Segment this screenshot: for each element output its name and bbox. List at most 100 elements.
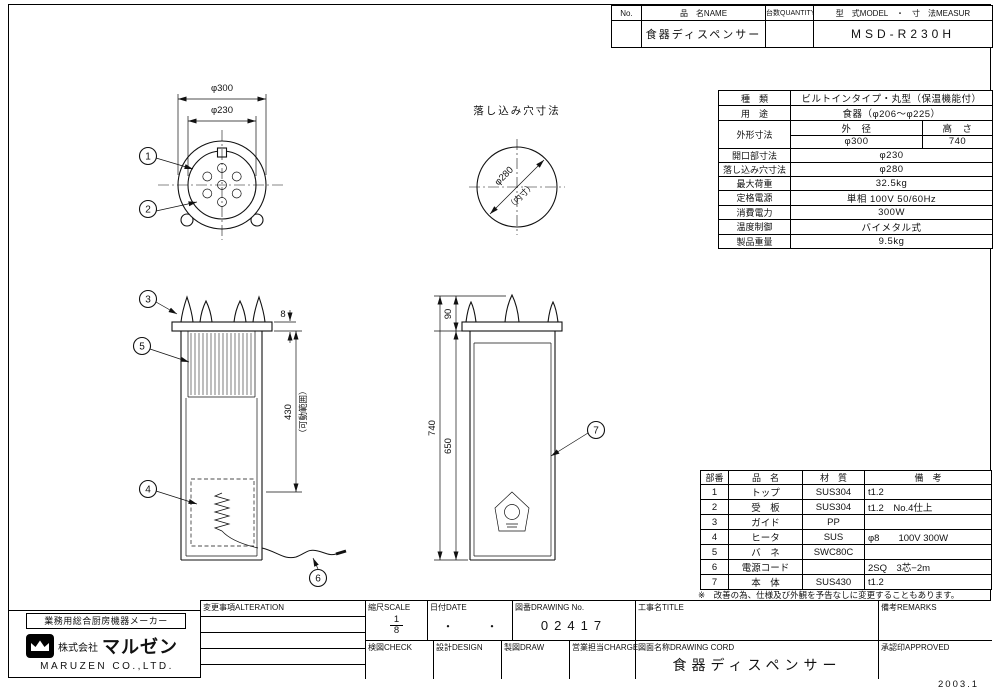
approved-cell: 承認印APPROVED (879, 641, 992, 679)
callout-3-balloon (138, 289, 158, 309)
design-label: 設計DESIGN (436, 643, 483, 652)
spec-label: 最大荷重 (718, 175, 791, 191)
dim-opening-diameter: φ230 (211, 105, 233, 116)
heater-hidden-outline (190, 478, 255, 547)
spec-label: 製品重量 (718, 233, 791, 249)
quantity-value (765, 20, 814, 48)
alteration-row-line (201, 664, 366, 665)
extension-lines (177, 94, 267, 176)
table-row: 2 受 板 SUS304 t1.2 No.4仕上 (700, 499, 992, 515)
company-tagline: 業務用総合厨房機器メーカー (26, 613, 186, 629)
alteration-row-line (201, 648, 366, 649)
drawing-no-label: 図番DRAWING No. (515, 603, 585, 612)
charge-label: 営業担当CHARGE (572, 643, 639, 652)
spec-label: 種 類 (718, 90, 791, 106)
drawing-no-value: 02417 (540, 618, 608, 633)
part-no: 3 (700, 514, 729, 530)
side-body-outline (469, 331, 556, 561)
part-remark: φ8 100V 300W (864, 529, 992, 545)
spec-height-value: 740 (921, 135, 994, 149)
table-row: 5 バ ネ SWC80C (700, 544, 992, 560)
company-name-english: MARUZEN CO.,LTD. (40, 661, 174, 672)
part-material: SUS430 (802, 574, 865, 590)
drawing-name-label: 図面名称DRAWING CORD (638, 643, 735, 652)
remarks-cell: 備考REMARKS (879, 601, 992, 641)
callout-4-leader (155, 490, 198, 505)
body-inner-walls (185, 398, 258, 557)
callout-7-number: 7 (593, 426, 599, 437)
sheet-date: 2003.1 (938, 679, 980, 690)
scale-numerator: 1 (389, 615, 404, 626)
part-no: 7 (700, 574, 729, 590)
part-name: 電源コード (728, 559, 803, 575)
part-material (802, 559, 865, 575)
spec-label: 開口部寸法 (718, 147, 791, 163)
part-no: 1 (700, 484, 729, 500)
spec-label: 温度制御 (718, 218, 791, 235)
model-label: 型 式MODEL ・ 寸 法MEASUR (813, 5, 993, 21)
spec-value: 9.5kg (789, 233, 994, 249)
maruzen-logo-icon (26, 634, 54, 658)
drop-in-hole-view: 落し込み穴寸法 φ280 （内寸） (469, 104, 565, 235)
dim-guide-height: 90 (443, 309, 454, 320)
spring-cage-bars (190, 333, 252, 395)
charge-cell: 営業担当CHARGE (570, 641, 639, 679)
mount-lug-left (180, 213, 194, 227)
part-name: ヒータ (728, 529, 803, 545)
spec-value: 単相 100V 50/60Hz (789, 189, 994, 206)
table-row: 4 ヒータ SUS φ8 100V 300W (700, 529, 992, 545)
spec-value: 食器（φ206〜φ225） (789, 105, 994, 121)
top-view: φ300 φ230 1 2 (138, 83, 286, 240)
center-lines (158, 130, 286, 240)
spec-value: 300W (789, 204, 994, 220)
parts-table: 部番 品 名 材 質 備 考 1 トップ SUS304 t1.2 2 受 板 S… (700, 470, 992, 590)
plate-holes (202, 163, 242, 207)
scale-denominator: 8 (393, 625, 400, 636)
part-remark: t1.2 (864, 574, 992, 590)
body-outline (180, 331, 263, 561)
disclaimer-note: ※ 改善の為、仕様及び外観を予告なしに変更することもあります。 (698, 590, 960, 600)
part-material: SUS304 (802, 499, 865, 515)
maruzen-badge-emblem (494, 491, 530, 532)
project-title-label: 工事名TITLE (638, 603, 684, 612)
spec-label: 用 途 (718, 105, 791, 121)
callout-4-number: 4 (145, 485, 151, 496)
part-name: ガイド (728, 514, 803, 530)
design-cell: 設計DESIGN (434, 641, 502, 679)
alteration-row-line (201, 632, 366, 633)
dim-movable-range-note: （可動範囲） (298, 386, 308, 437)
callout-2-number: 2 (145, 205, 151, 216)
callout-3-number: 3 (145, 295, 151, 306)
spec-value: φ280 (789, 161, 994, 177)
drawing-name-cell: 図面名称DRAWING CORD 食器ディスペンサー (636, 641, 879, 679)
spec-outer-dia-value: φ300 (790, 135, 923, 149)
callout-5-balloon (132, 336, 152, 356)
dim-plate-thickness: 8 (280, 309, 285, 320)
callout-2-leader (155, 201, 198, 212)
part-name: 本 体 (728, 574, 803, 590)
part-name: バ ネ (728, 544, 803, 560)
parts-header-no: 部番 (700, 470, 729, 485)
alteration-row-line (201, 616, 366, 617)
remarks-label: 備考REMARKS (881, 603, 937, 612)
power-cord-plug (335, 549, 347, 556)
spec-label: 定格電源 (718, 189, 791, 206)
callout-5-number: 5 (139, 342, 145, 353)
check-label: 検図CHECK (368, 643, 413, 652)
part-no: 4 (700, 529, 729, 545)
table-row: 3 ガイド PP (700, 514, 992, 530)
table-row: 6 電源コード 2SQ 3芯−2m (700, 559, 992, 575)
spec-subheader-height: 高 さ (921, 120, 994, 136)
power-cord (261, 547, 337, 559)
dim-line-hole (489, 159, 545, 215)
spec-value: 32.5kg (789, 175, 994, 191)
callout-1-leader (155, 157, 194, 170)
no-label: No. (611, 5, 642, 21)
spec-label: 消費電力 (718, 204, 791, 220)
part-remark: t1.2 (864, 484, 992, 500)
part-no: 5 (700, 544, 729, 560)
hole-view-title: 落し込み穴寸法 (473, 104, 561, 117)
